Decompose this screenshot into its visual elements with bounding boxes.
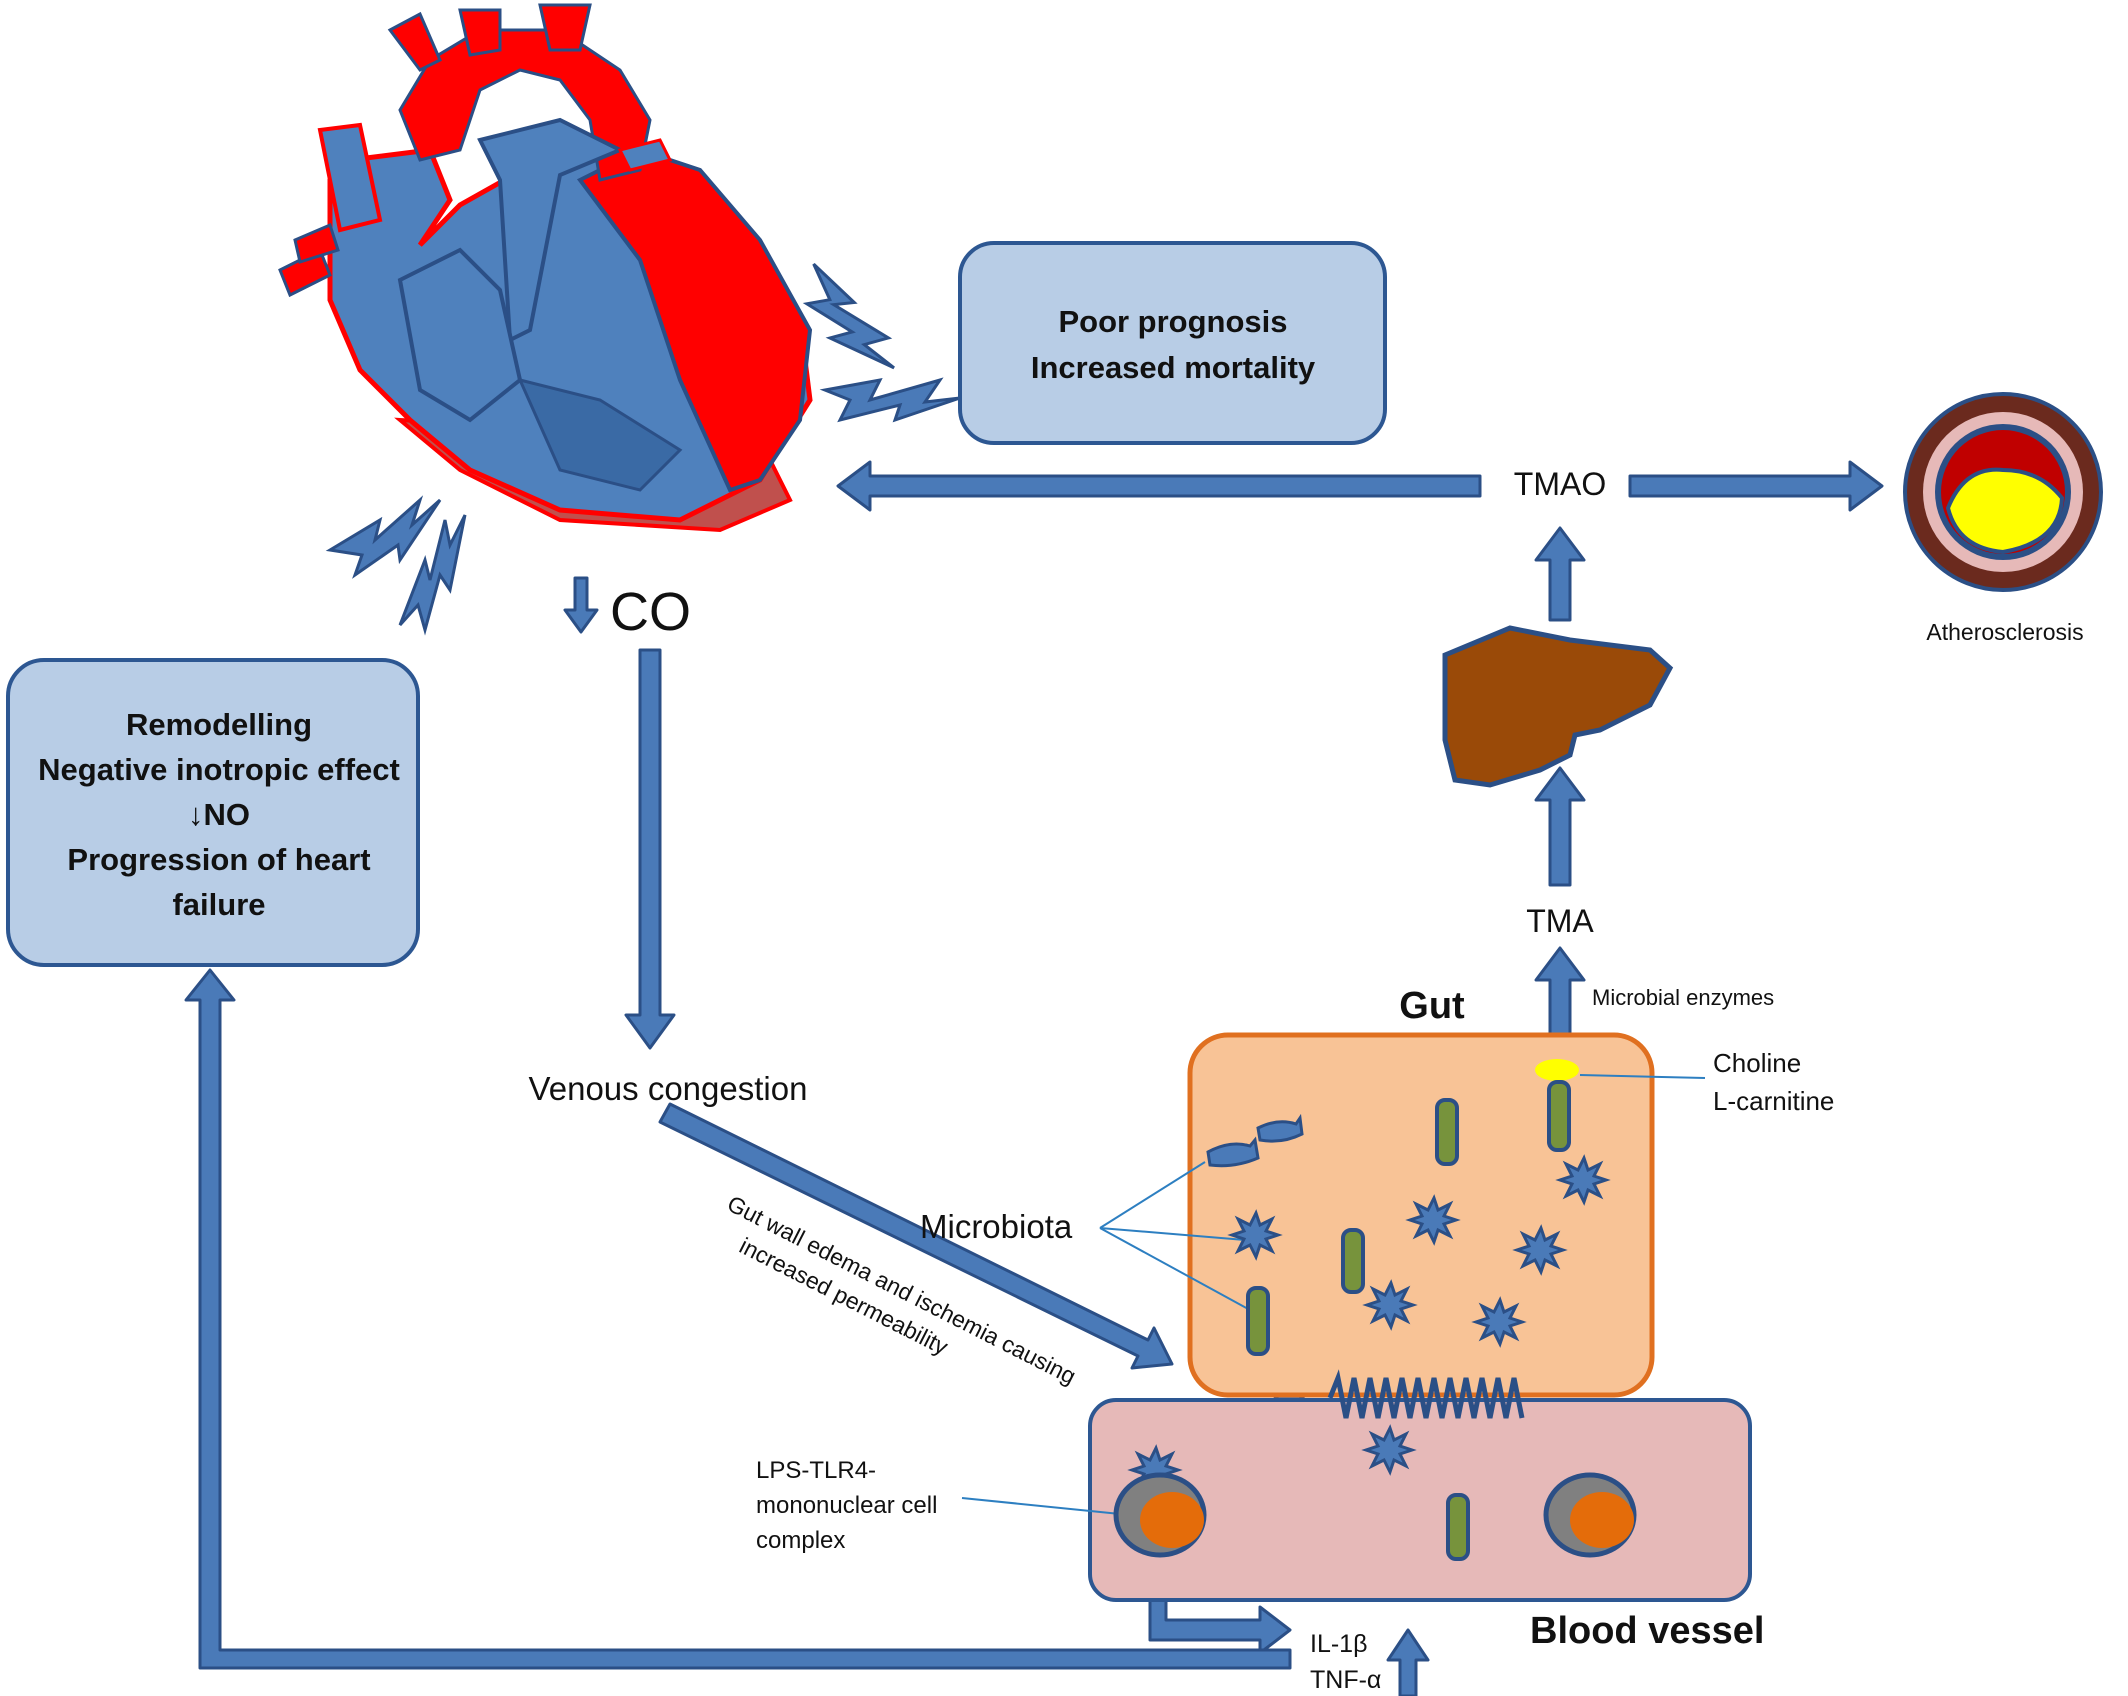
bacteria-icon xyxy=(1362,1279,1418,1331)
microbiota-label: Microbiota xyxy=(920,1208,1073,1245)
prognosis-line1: Poor prognosis xyxy=(1058,304,1287,339)
arrow-tmao-to-heart xyxy=(836,460,1482,512)
bacteria-icon xyxy=(1256,1113,1304,1143)
bacteria-icon xyxy=(1405,1194,1461,1246)
bacteria-icon xyxy=(1512,1224,1568,1276)
arrow-liver-to-tmao xyxy=(1534,526,1586,622)
arrow-cytokines-up xyxy=(1386,1628,1430,1696)
bacteria-icon xyxy=(1341,1228,1365,1294)
bacteria-icon xyxy=(1435,1098,1459,1166)
bacteria-icon xyxy=(1471,1296,1527,1348)
remodelling-line1: Remodelling xyxy=(126,707,312,742)
bacteria-icon xyxy=(1246,1286,1270,1356)
il1b-label: IL-1β xyxy=(1310,1630,1367,1658)
lightning-bolt-icon xyxy=(398,514,467,636)
arrow-tma-to-liver xyxy=(1534,766,1586,887)
remodelling-line2: Negative inotropic effect xyxy=(38,752,400,787)
tma-label: TMA xyxy=(1526,903,1594,939)
l-carnitine-label: L-carnitine xyxy=(1713,1086,1834,1116)
lps-pointer xyxy=(961,1497,1131,1516)
tnfa-label: TNF-α xyxy=(1310,1666,1381,1694)
lightning-bolts-right xyxy=(802,262,961,423)
lightning-bolts-left xyxy=(325,495,467,636)
lps-line3: complex xyxy=(756,1527,845,1554)
arrow-co-down xyxy=(563,576,599,634)
arrow-feedback-loop xyxy=(184,968,1292,1670)
heart-icon xyxy=(278,3,813,533)
gut-label: Gut xyxy=(1399,985,1465,1027)
blood-vessel-label: Blood vessel xyxy=(1530,1610,1764,1652)
venous-congestion-label: Venous congestion xyxy=(529,1070,808,1107)
mononuclear-cell-icon xyxy=(1543,1472,1637,1558)
co-label: CO xyxy=(610,582,691,642)
gut-barrier-zigzag xyxy=(1327,1369,1525,1419)
bacteria-icon xyxy=(1361,1424,1417,1476)
bacteria-icon xyxy=(1547,1080,1571,1152)
choline-blob xyxy=(1535,1059,1579,1081)
atherosclerosis-label: Atherosclerosis xyxy=(1926,619,2083,645)
bacteria-icon xyxy=(1446,1493,1470,1561)
prognosis-line2: Increased mortality xyxy=(1031,350,1316,385)
arrow-co-to-venous xyxy=(624,648,676,1050)
curved-bacteria xyxy=(1206,1113,1304,1168)
rod-bacteria xyxy=(1246,1080,1571,1561)
liver-icon xyxy=(1442,625,1674,788)
lps-line2: mononuclear cell xyxy=(756,1492,937,1519)
remodelling-line5: failure xyxy=(172,887,265,922)
remodelling-box: Remodelling Negative inotropic effect ↓N… xyxy=(6,658,420,967)
lightning-bolt-icon xyxy=(802,262,895,370)
tmao-label: TMAO xyxy=(1514,466,1606,502)
choline-pointer xyxy=(1579,1074,1706,1079)
microbiota-pointers xyxy=(1099,1161,1251,1311)
lightning-bolt-icon xyxy=(325,495,442,579)
bacteria-icon xyxy=(1555,1154,1611,1206)
lightning-bolt-icon xyxy=(819,377,961,423)
prognosis-box: Poor prognosis Increased mortality xyxy=(958,241,1387,445)
bacteria-icon xyxy=(1227,1209,1283,1261)
arrows xyxy=(184,460,1884,1696)
arrow-venous-to-vessel xyxy=(658,1102,1174,1370)
mononuclear-cells xyxy=(1113,1472,1637,1558)
mononuclear-cell-icon xyxy=(1113,1472,1207,1558)
microbial-enzymes-label: Microbial enzymes xyxy=(1592,985,1774,1010)
remodelling-line3: ↓NO xyxy=(188,797,250,832)
remodelling-line4: Progression of heart xyxy=(67,842,370,877)
bacteria-icon xyxy=(1206,1136,1260,1168)
choline-label: Choline xyxy=(1713,1048,1801,1078)
arrow-tmao-to-atherosclerosis xyxy=(1628,460,1884,512)
artery-cross-section-icon xyxy=(1903,392,2103,592)
lps-line1: LPS-TLR4- xyxy=(756,1457,876,1484)
